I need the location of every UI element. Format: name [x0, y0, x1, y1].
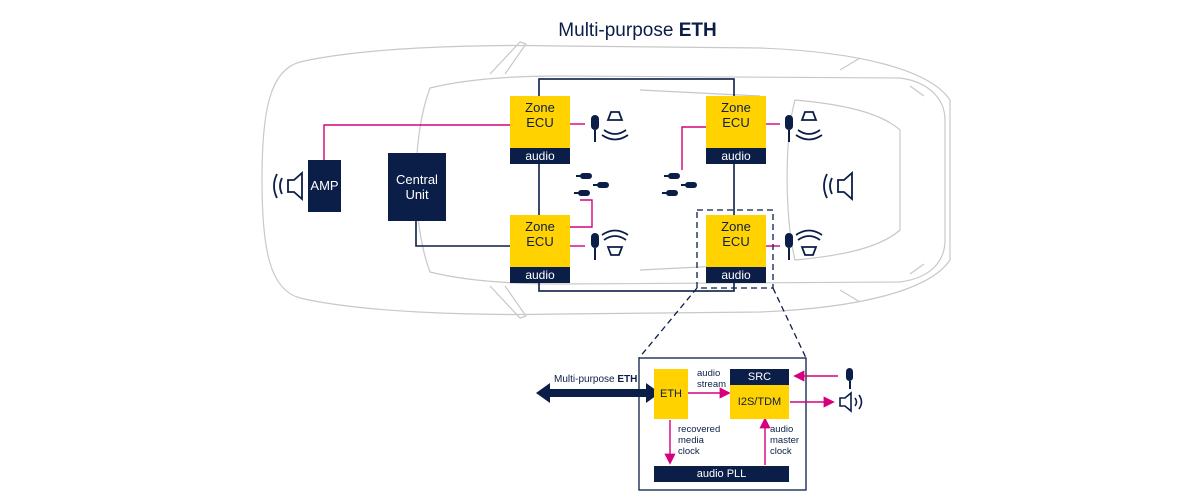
zone-label-line1: Zone: [721, 219, 751, 234]
master-clock-line1: audio: [770, 424, 794, 435]
zone-label-line2: ECU: [526, 115, 554, 130]
zone-label-line2: ECU: [722, 234, 750, 249]
diagram-title: Multi-purpose ETH: [0, 20, 1200, 42]
recovered-clock-line2: media: [678, 435, 704, 446]
src-block: SRC: [730, 369, 789, 385]
car-outline: [261, 41, 951, 319]
audio-stream-line1: audio: [697, 368, 721, 379]
i2s-tdm-block: I2S/TDM: [730, 385, 789, 419]
recovered-clock-label: recovered media clock: [678, 424, 720, 457]
central-unit-line1: Central: [396, 172, 438, 187]
central-unit-line2: Unit: [405, 187, 429, 202]
zone-audio-label: audio: [510, 148, 570, 164]
central-unit-block: Central Unit: [388, 153, 446, 221]
detail-speaker-icon: [839, 391, 863, 413]
master-clock-line2: master: [770, 435, 800, 446]
zone-audio-label: audio: [706, 267, 766, 283]
eth-bus-bold: ETH: [617, 374, 638, 385]
detail-signals: [664, 370, 838, 465]
zone-label-line1: Zone: [721, 100, 751, 115]
zone-audio-label: audio: [706, 148, 766, 164]
eth-block: ETH: [654, 369, 688, 419]
eth-bus-label: Multi-purpose ETH: [554, 374, 637, 385]
eth-bus-arrow: [536, 383, 660, 403]
zone-label-line1: Zone: [525, 100, 555, 115]
eth-bus-prefix: Multi-purpose: [554, 374, 618, 385]
amp-block: AMP: [308, 160, 341, 212]
zone-label-line2: ECU: [722, 115, 750, 130]
title-prefix: Multi-purpose: [558, 20, 679, 41]
audio-stream-label: audio stream: [697, 368, 726, 390]
zone-label-line1: Zone: [525, 219, 555, 234]
microphone-icon: [591, 115, 793, 260]
speaker-icon: [273, 171, 303, 201]
detail-mic-icon: [846, 368, 853, 389]
zone-audio-label: audio: [510, 267, 570, 283]
master-clock-label: audio master clock: [770, 424, 799, 457]
mic-cluster-icon: [574, 173, 697, 196]
recovered-clock-line3: clock: [678, 446, 700, 457]
audio-links: [323, 123, 780, 247]
zone-label-line2: ECU: [526, 234, 554, 249]
title-bold: ETH: [678, 20, 717, 41]
audio-stream-line2: stream: [697, 379, 727, 390]
zoom-indicator: [638, 209, 807, 359]
speaker-cone-icon: [601, 111, 823, 256]
master-clock-line3: clock: [770, 446, 792, 457]
audio-pll-block: audio PLL: [654, 466, 789, 482]
recovered-clock-line1: recovered: [678, 424, 721, 435]
speaker-icon: [823, 171, 853, 201]
